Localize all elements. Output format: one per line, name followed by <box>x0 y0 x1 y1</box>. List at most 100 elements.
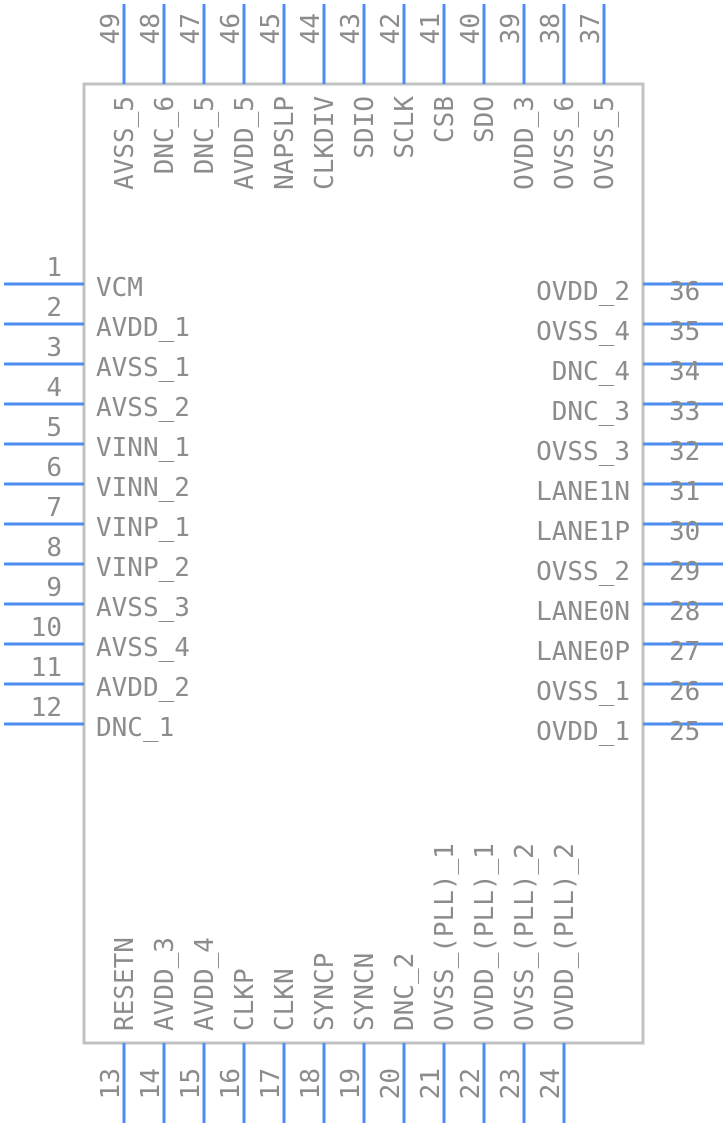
pin-number-32: 32 <box>669 437 700 467</box>
pin-number-13: 13 <box>96 1068 126 1099</box>
pin-number-17: 17 <box>256 1068 286 1099</box>
pin-number-9: 9 <box>46 573 62 603</box>
pin-number-4: 4 <box>46 373 62 403</box>
pin-name-1: VCM <box>96 273 143 303</box>
pin-name-39: OVDD_3 <box>510 96 540 190</box>
pin-name-3: AVSS_1 <box>96 353 190 383</box>
pin-number-38: 38 <box>536 13 566 44</box>
pin-name-41: CSB <box>430 96 460 143</box>
pin-number-16: 16 <box>216 1068 246 1099</box>
pin-number-10: 10 <box>31 613 62 643</box>
pin-name-31: LANE1N <box>536 477 630 507</box>
pin-number-36: 36 <box>669 277 700 307</box>
pin-number-31: 31 <box>669 477 700 507</box>
pin-name-27: LANE0P <box>536 637 630 667</box>
pin-name-34: DNC_4 <box>552 357 630 387</box>
pin-name-14: AVDD_3 <box>150 937 180 1031</box>
pin-number-49: 49 <box>96 13 126 44</box>
pin-number-18: 18 <box>296 1068 326 1099</box>
pin-name-43: SDIO <box>350 96 380 159</box>
pin-name-26: OVSS_1 <box>536 677 630 707</box>
pin-name-36: OVDD_2 <box>536 277 630 307</box>
pin-name-7: VINP_1 <box>96 513 190 543</box>
pin-number-3: 3 <box>46 333 62 363</box>
pin-number-47: 47 <box>176 13 206 44</box>
pin-number-8: 8 <box>46 533 62 563</box>
pin-number-27: 27 <box>669 637 700 667</box>
pin-number-46: 46 <box>216 13 246 44</box>
pin-name-20: DNC_2 <box>390 953 420 1031</box>
pin-name-40: SDO <box>470 96 500 143</box>
pin-name-6: VINN_2 <box>96 473 190 503</box>
pin-number-37: 37 <box>576 13 606 44</box>
pin-name-18: SYNCP <box>310 953 340 1031</box>
pin-number-14: 14 <box>136 1068 166 1099</box>
pin-name-37: OVSS_5 <box>590 96 620 190</box>
pin-name-11: AVDD_2 <box>96 673 190 703</box>
pin-number-20: 20 <box>376 1068 406 1099</box>
pin-name-42: SCLK <box>390 96 420 159</box>
pin-name-21: OVSS_(PLL)_1 <box>430 843 460 1031</box>
pin-name-47: DNC_5 <box>190 96 220 174</box>
pin-number-21: 21 <box>416 1068 446 1099</box>
pin-number-2: 2 <box>46 293 62 323</box>
pin-number-5: 5 <box>46 413 62 443</box>
pin-number-19: 19 <box>336 1068 366 1099</box>
pin-name-23: OVSS_(PLL)_2 <box>510 843 540 1031</box>
pin-name-12: DNC_1 <box>96 713 174 743</box>
pin-name-29: OVSS_2 <box>536 557 630 587</box>
pin-number-33: 33 <box>669 397 700 427</box>
pin-number-29: 29 <box>669 557 700 587</box>
pin-name-17: CLKN <box>270 968 300 1031</box>
pin-name-33: DNC_3 <box>552 397 630 427</box>
pin-number-26: 26 <box>669 677 700 707</box>
pin-name-19: SYNCN <box>350 953 380 1031</box>
pin-number-28: 28 <box>669 597 700 627</box>
pin-number-43: 43 <box>336 13 366 44</box>
pin-number-15: 15 <box>176 1068 206 1099</box>
pin-number-6: 6 <box>46 453 62 483</box>
pin-number-7: 7 <box>46 493 62 523</box>
pin-name-15: AVDD_4 <box>190 937 220 1031</box>
pin-number-41: 41 <box>416 13 446 44</box>
pin-name-32: OVSS_3 <box>536 437 630 467</box>
pin-name-35: OVSS_4 <box>536 317 630 347</box>
pin-number-11: 11 <box>31 653 62 683</box>
pin-name-28: LANE0N <box>536 597 630 627</box>
pin-name-13: RESETN <box>110 937 140 1031</box>
pin-number-39: 39 <box>496 13 526 44</box>
pin-name-48: DNC_6 <box>150 96 180 174</box>
pin-name-16: CLKP <box>230 968 260 1031</box>
pin-name-45: NAPSLP <box>270 96 300 190</box>
pin-number-22: 22 <box>456 1068 486 1099</box>
pin-number-35: 35 <box>669 317 700 347</box>
pin-name-5: VINN_1 <box>96 433 190 463</box>
pin-number-45: 45 <box>256 13 286 44</box>
pin-name-2: AVDD_1 <box>96 313 190 343</box>
pin-name-24: OVDD_(PLL)_2 <box>550 843 580 1031</box>
pin-name-4: AVSS_2 <box>96 393 190 423</box>
pin-name-49: AVSS_5 <box>110 96 140 190</box>
pin-name-10: AVSS_4 <box>96 633 190 663</box>
pin-name-22: OVDD_(PLL)_1 <box>470 843 500 1031</box>
pin-number-44: 44 <box>296 13 326 44</box>
pin-number-12: 12 <box>31 693 62 723</box>
pin-name-38: OVSS_6 <box>550 96 580 190</box>
pin-number-24: 24 <box>536 1068 566 1099</box>
pin-number-42: 42 <box>376 13 406 44</box>
pin-number-1: 1 <box>46 253 62 283</box>
pin-name-9: AVSS_3 <box>96 593 190 623</box>
pin-name-8: VINP_2 <box>96 553 190 583</box>
pin-number-25: 25 <box>669 717 700 747</box>
pin-number-23: 23 <box>496 1068 526 1099</box>
pin-number-34: 34 <box>669 357 700 387</box>
pin-number-48: 48 <box>136 13 166 44</box>
pin-name-44: CLKDIV <box>310 96 340 190</box>
pin-name-30: LANE1P <box>536 517 630 547</box>
pin-name-25: OVDD_1 <box>536 717 630 747</box>
pin-number-30: 30 <box>669 517 700 547</box>
pin-name-46: AVDD_5 <box>230 96 260 190</box>
pin-number-40: 40 <box>456 13 486 44</box>
